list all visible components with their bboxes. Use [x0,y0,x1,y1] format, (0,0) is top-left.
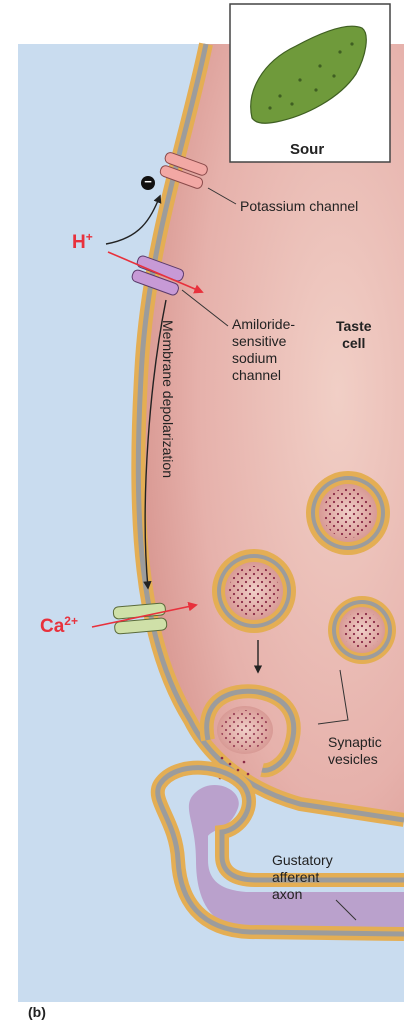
ca-ion-label: Ca2+ [40,616,78,638]
sour-label: Sour [290,141,324,158]
taste-cell-label: Taste cell [336,318,372,352]
amiloride-channel-label: Amiloride- sensitive sodium channel [232,316,295,384]
potassium-channel-label: Potassium channel [240,198,358,215]
amiloride-line-1: Amiloride- [232,316,295,333]
h-ion-base: H [72,232,86,253]
synaptic-line-2: vesicles [328,751,382,768]
gustatory-line-3: axon [272,886,333,903]
minus-sign: − [143,174,153,190]
gustatory-axon-label: Gustatory afferent axon [272,852,333,903]
amiloride-line-3: sodium [232,350,295,367]
synaptic-vesicle [306,471,390,555]
amiloride-line-2: sensitive [232,333,295,350]
gustatory-line-1: Gustatory [272,852,333,869]
ca-ion-charge: 2+ [64,614,78,628]
taste-cell-line-2: cell [336,335,372,352]
amiloride-line-4: channel [232,367,295,384]
taste-cell-line-1: Taste [336,318,372,335]
h-ion-charge: + [86,230,93,244]
gustatory-line-2: afferent [272,869,333,886]
synaptic-vesicle [328,596,396,664]
synaptic-vesicles-label: Synaptic vesicles [328,734,382,768]
membrane-depolarization-label: Membrane depolarization [160,320,176,600]
synaptic-line-1: Synaptic [328,734,382,751]
sour-inset [230,4,390,162]
h-ion-label: H+ [72,232,93,254]
ca-ion-base: Ca [40,616,64,637]
panel-label: (b) [28,1004,46,1020]
synaptic-vesicle [212,549,296,633]
